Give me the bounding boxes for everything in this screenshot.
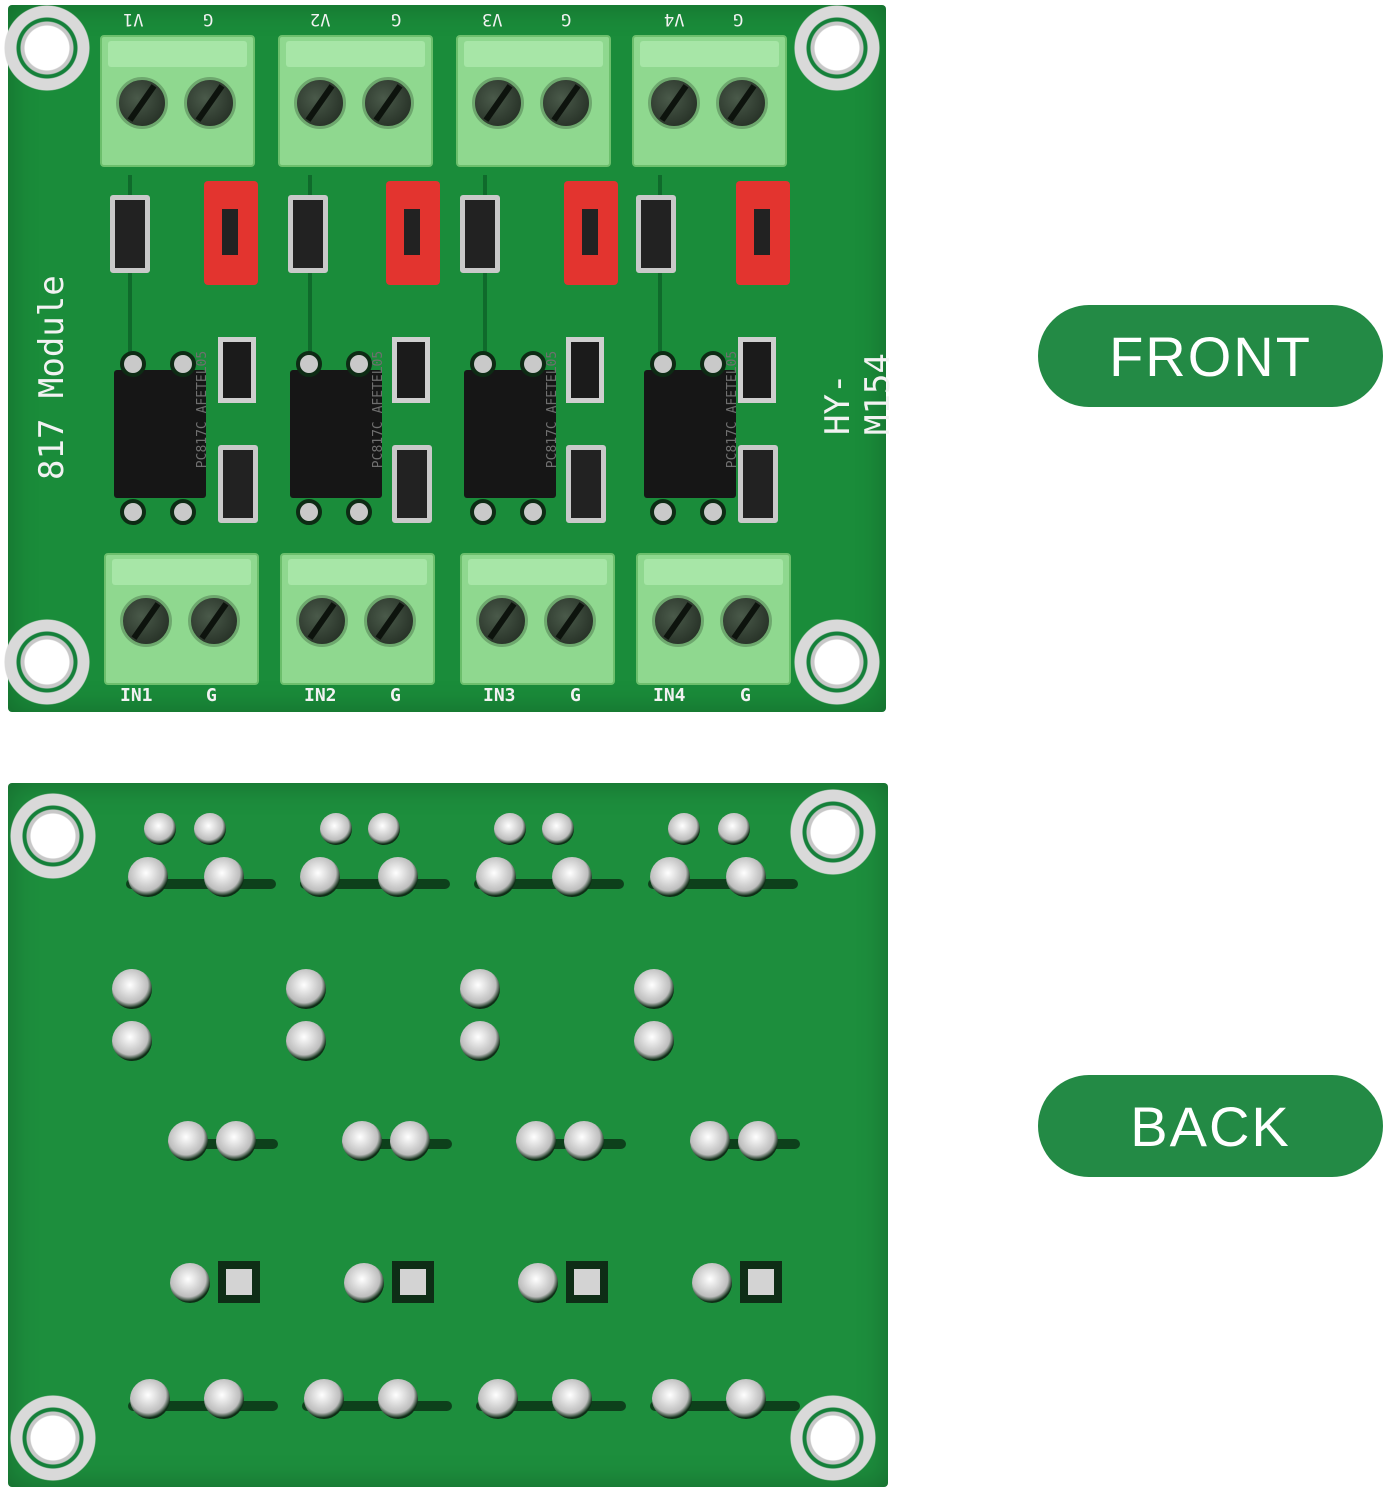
silk-top-label: V2 [310,9,331,29]
screw-terminal [636,553,791,685]
silk-bottom-label: G [206,685,217,706]
screw-terminal [104,553,259,685]
resistor [460,195,500,273]
back-board [8,783,888,1487]
silk-top-label: V3 [482,9,503,29]
mount-hole [10,1395,96,1481]
silk-bottom-label: G [570,685,581,706]
silk-bottom-label: IN4 [653,685,686,706]
resistor [392,445,432,523]
silk-bottom-label: G [390,685,401,706]
resistor [566,445,606,523]
front-board: V1 G V2 G V3 G V4 G 817 Module HY-M154 P… [4,5,898,712]
screw-terminal [460,553,615,685]
back-label: BACK [1038,1075,1383,1177]
jumper [736,181,790,285]
screw-terminal [456,35,611,167]
resistor [288,195,328,273]
optocoupler-chip: PC817C AFETEL05 [464,351,560,498]
front-label: FRONT [1038,305,1383,407]
screw-terminal [100,35,255,167]
mount-hole [794,5,880,91]
screw-terminal [278,35,433,167]
led [738,337,776,403]
silk-bottom-label: IN1 [120,685,153,706]
silk-bottom-label: IN3 [483,685,516,706]
silk-top-label: G [561,9,572,29]
led [218,337,256,403]
optocoupler-chip: PC817C AFETEL05 [644,351,740,498]
silk-bottom-label: IN2 [304,685,337,706]
silk-top-label: G [733,9,744,29]
jumper [204,181,258,285]
optocoupler-chip: PC817C AFETEL05 [290,351,386,498]
mount-hole [4,619,90,705]
mount-hole [794,619,880,705]
resistor [636,195,676,273]
silk-bottom-label: G [740,685,751,706]
mount-hole [10,793,96,879]
module-label: 817 Module [32,275,72,480]
model-label: HY-M154 [818,353,898,435]
optocoupler-chip: PC817C AFETEL05 [114,351,210,498]
resistor [738,445,778,523]
resistor [110,195,150,273]
screw-terminal [280,553,435,685]
screw-terminal [632,35,787,167]
jumper [564,181,618,285]
mount-hole [790,789,876,875]
jumper [386,181,440,285]
led [566,337,604,403]
mount-hole [790,1395,876,1481]
silk-top-label: V1 [123,9,144,29]
mount-hole [4,5,90,91]
led [392,337,430,403]
resistor [218,445,258,523]
silk-top-label: V4 [664,9,685,29]
silk-top-label: G [203,9,214,29]
silk-top-label: G [391,9,402,29]
